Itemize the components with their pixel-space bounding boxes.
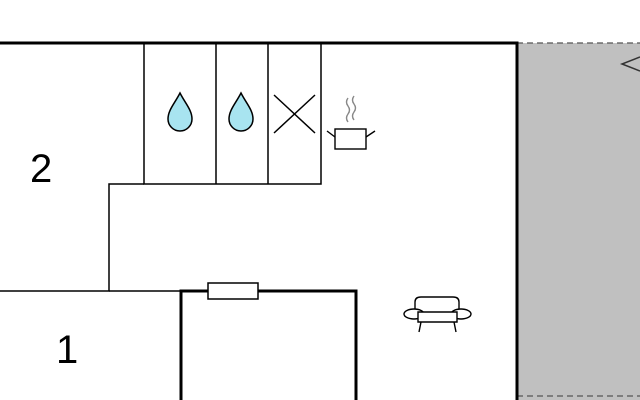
terrace-area <box>517 43 640 400</box>
water-drop-icon <box>167 91 193 132</box>
room-label-1: 1 <box>56 328 78 372</box>
water-drop-icon <box>228 91 254 132</box>
arrow-icon <box>619 56 640 72</box>
armchair-icon <box>403 296 472 333</box>
cooking-pot-icon <box>326 95 376 150</box>
window-icon <box>207 282 259 300</box>
recess-wall <box>179 289 358 400</box>
fixture-strip <box>143 42 322 185</box>
cross-fixture-icon <box>273 94 316 134</box>
room-label-2: 2 <box>30 147 52 191</box>
interior-partition <box>0 183 144 292</box>
